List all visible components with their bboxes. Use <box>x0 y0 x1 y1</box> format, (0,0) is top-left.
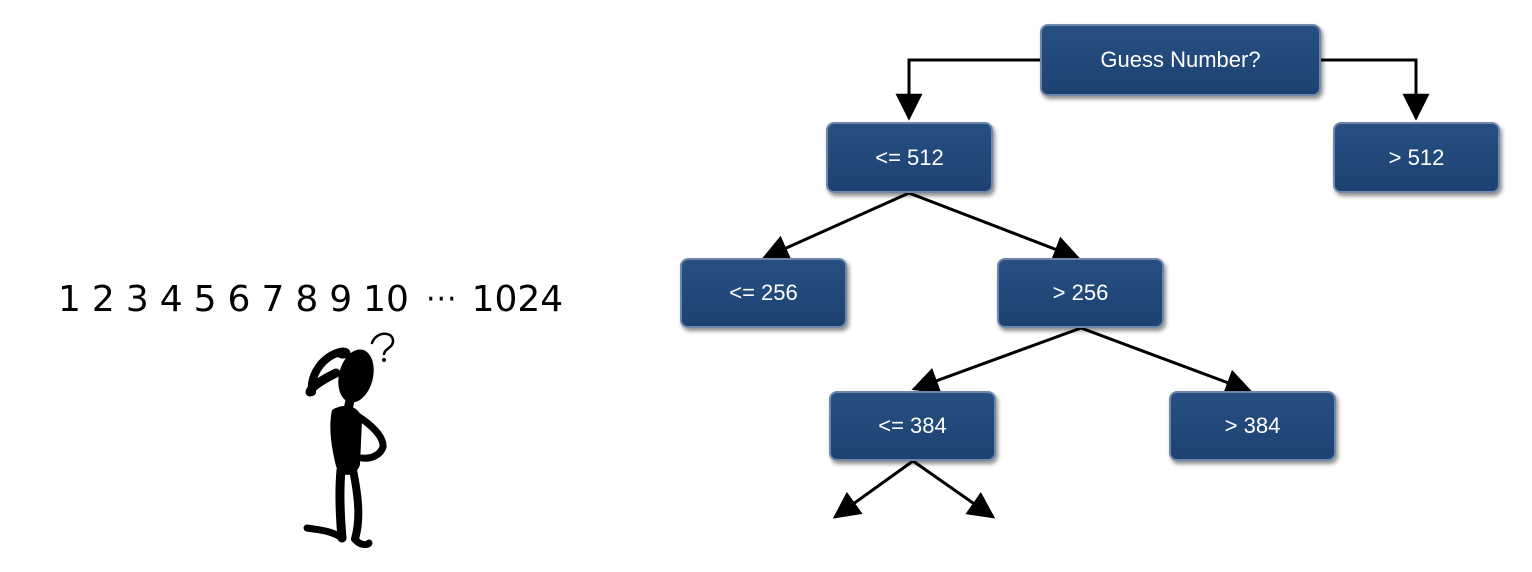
sequence-number: 1 <box>58 278 81 320</box>
node-le-256: <= 256 <box>680 258 847 328</box>
arrow-root-to-gt512 <box>1320 58 1430 121</box>
arrow-le512-to-le256 <box>761 191 910 261</box>
node-guess-number: Guess Number? <box>1040 24 1321 96</box>
sequence-number: 3 <box>125 278 149 320</box>
node-gt-384: > 384 <box>1169 391 1336 461</box>
node-le-512: <= 512 <box>826 122 993 193</box>
sequence-number: 8 <box>295 278 319 320</box>
arrow-gt256-to-gt384 <box>1080 326 1253 396</box>
sequence-number: 2 <box>91 278 115 320</box>
arrow-gt256-to-le384 <box>911 326 1082 394</box>
sequence-number: 6 <box>227 278 251 320</box>
node-le-384: <= 384 <box>829 391 996 461</box>
sequence-number: 10 <box>363 278 409 320</box>
sequence-number: 5 <box>193 278 217 320</box>
sequence-ellipsis: ··· <box>425 281 458 317</box>
thinking-person-icon <box>303 332 395 549</box>
sequence-number: 7 <box>261 278 285 320</box>
number-sequence: 1 2 3 4 5 6 7 8 9 10 ··· 1024 <box>58 268 563 330</box>
node-gt-512: > 512 <box>1333 122 1500 193</box>
arrow-le384-right <box>912 459 996 519</box>
sequence-last-number: 1024 <box>471 278 564 320</box>
arrow-root-to-le512 <box>895 58 1040 121</box>
node-gt-256: > 256 <box>997 258 1164 328</box>
arrow-le512-to-gt256 <box>908 191 1081 262</box>
arrow-le384-left <box>832 459 914 519</box>
sequence-number: 4 <box>159 278 183 320</box>
sequence-number: 9 <box>329 278 353 320</box>
